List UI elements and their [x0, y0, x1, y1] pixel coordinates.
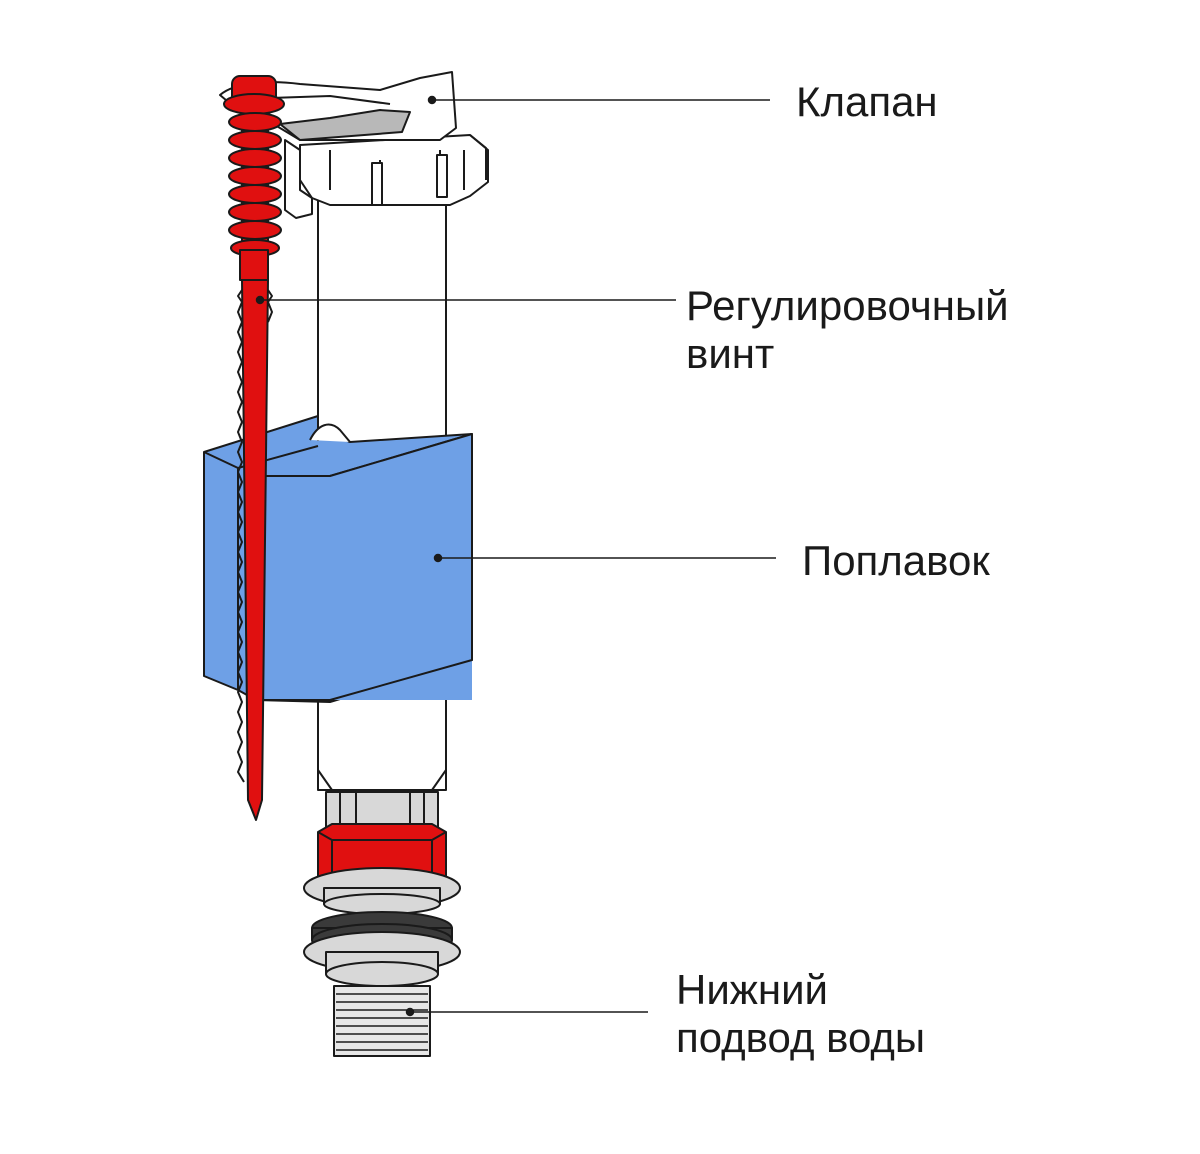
label-screw-line1: Регулировочный: [686, 282, 1009, 329]
leader-valve-dot: [427, 95, 437, 105]
label-float: Поплавок: [802, 537, 990, 585]
leader-inlet-dot: [405, 1007, 415, 1017]
adjusting-screw: [223, 75, 285, 821]
label-valve: Клапан: [796, 78, 938, 126]
label-screw-line2: винт: [686, 330, 775, 377]
label-inlet-line1: Нижний: [676, 966, 829, 1013]
inlet-fitting: [303, 791, 461, 1057]
label-valve-text: Клапан: [796, 78, 938, 125]
label-bottom-inlet: Нижний подвод воды: [676, 966, 925, 1062]
label-adjusting-screw: Регулировочный винт: [686, 282, 1009, 378]
label-inlet-line2: подвод воды: [676, 1014, 926, 1061]
label-float-text: Поплавок: [802, 537, 990, 584]
float: [203, 415, 473, 703]
leader-float-dot: [433, 553, 443, 563]
leader-screw-dot: [255, 295, 265, 305]
